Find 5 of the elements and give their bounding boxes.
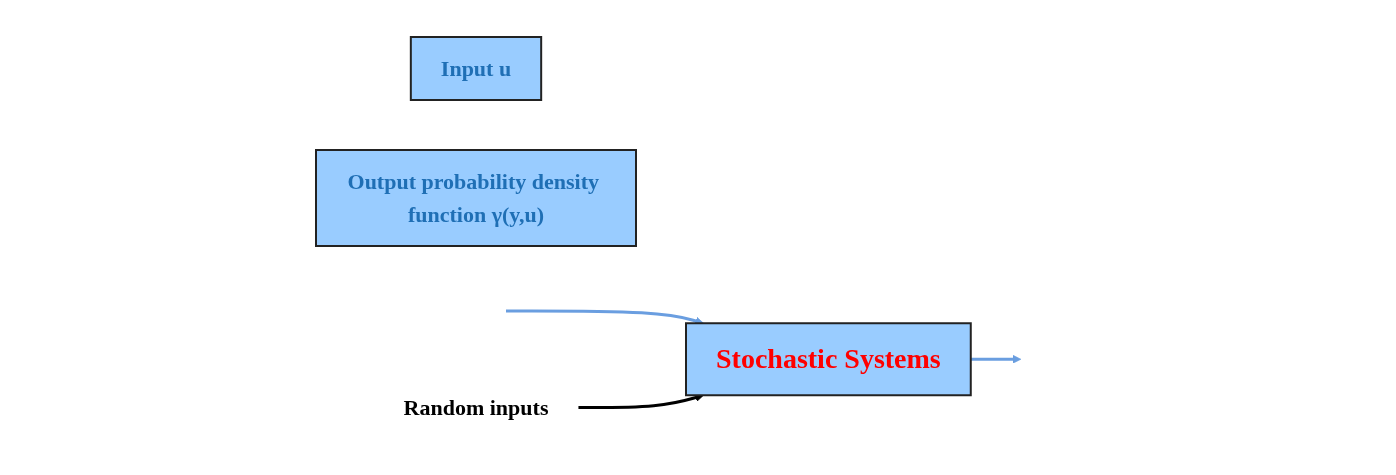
node-box: Output probability density function γ(y,u) bbox=[314, 148, 637, 247]
node-box: Input u bbox=[409, 35, 542, 101]
node-box: Stochastic Systems bbox=[684, 321, 972, 396]
node-text: Random inputs bbox=[403, 394, 549, 420]
arrow bbox=[970, 354, 1021, 364]
